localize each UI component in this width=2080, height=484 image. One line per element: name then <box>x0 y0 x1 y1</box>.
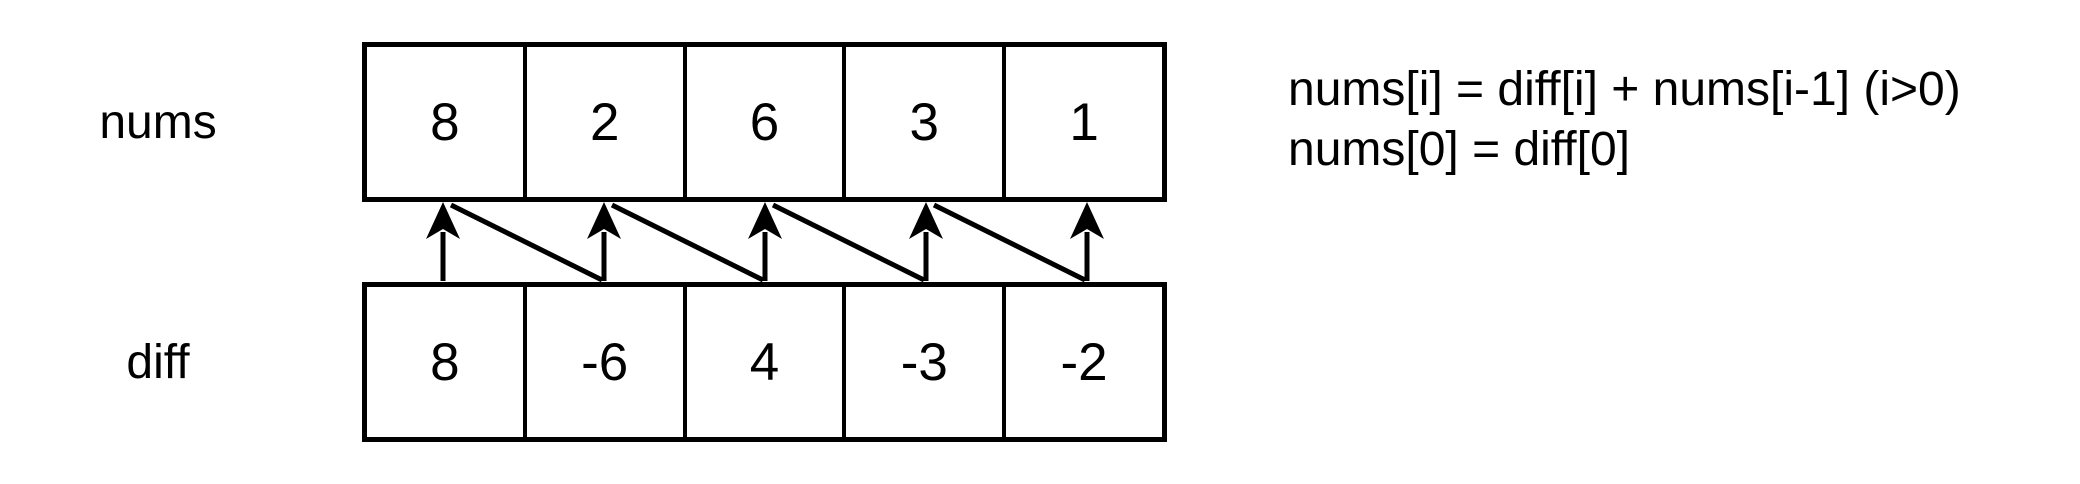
formula-base-case: nums[0] = diff[0] <box>1288 123 1630 176</box>
diff-cell-4: -2 <box>1060 332 1108 392</box>
formula-block: nums[i] = diff[i] + nums[i-1] (i>0) nums… <box>1288 60 1961 180</box>
nums-cell-0: 8 <box>367 47 527 197</box>
nums-cell-2: 6 <box>687 47 847 197</box>
nums-cell-1: 2 <box>527 47 687 197</box>
arrow-up-icon-1 <box>587 202 621 281</box>
arrow-up-icon-3 <box>909 202 943 281</box>
arrow-up-icon-0 <box>426 202 460 281</box>
nums-array: 8 2 6 3 1 <box>362 42 1167 202</box>
carry-line-1 <box>610 202 765 283</box>
diff-array: 8 -6 4 -3 -2 <box>362 282 1167 442</box>
diff-cell-1: -6 <box>527 287 687 437</box>
arrow-up-icon-4 <box>1070 202 1104 281</box>
arrow-up-icon-2 <box>748 202 782 281</box>
diff-cell-3: -3 <box>846 287 1007 437</box>
carry-line-3 <box>932 202 1087 283</box>
nums-array-label: nums <box>99 95 217 149</box>
carry-line-2 <box>771 202 926 283</box>
formula-recurrence: nums[i] = diff[i] + nums[i-1] (i>0) <box>1288 63 1961 116</box>
diff-cell-2: 4 <box>687 287 847 437</box>
diff-cell-0: 8 <box>367 287 527 437</box>
nums-cell-3: 3 <box>846 47 1007 197</box>
nums-cell-4: 1 <box>1069 92 1099 152</box>
carry-line-0 <box>449 202 604 283</box>
diff-array-label: diff <box>126 335 190 389</box>
